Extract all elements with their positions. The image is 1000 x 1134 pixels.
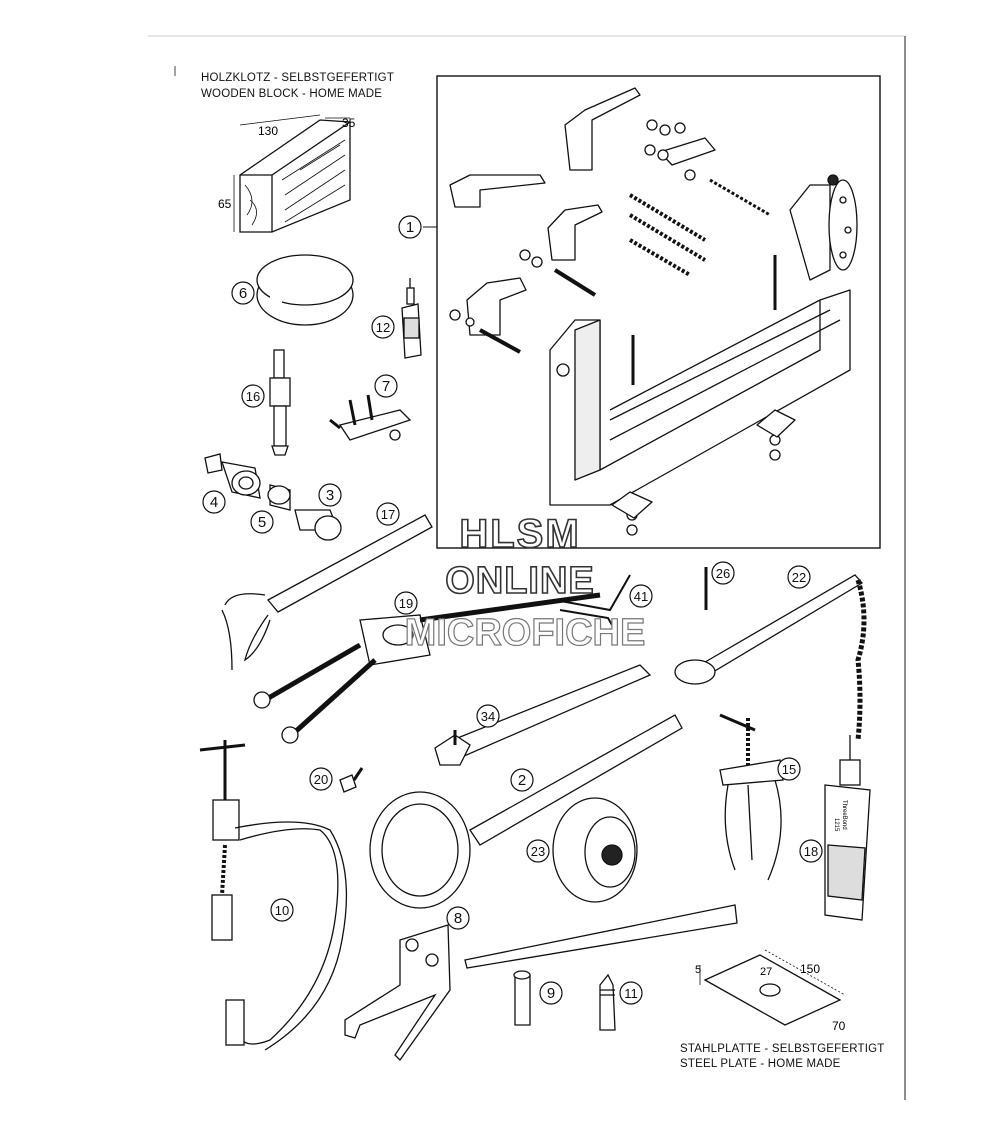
callout-number-3: 3: [326, 487, 334, 504]
callout-number-11: 11: [624, 986, 638, 1001]
callout-number-7: 7: [382, 378, 390, 395]
tool-8: [344, 904, 738, 1062]
bracket-upper: [564, 87, 641, 171]
callout-circle-5: [250, 510, 274, 534]
callout-number-4: 4: [210, 494, 218, 511]
link-plate: [659, 137, 716, 166]
chain-wrench: [674, 574, 867, 741]
watermark-line-2: ONLINE: [444, 559, 595, 603]
bracket-lower: [466, 277, 527, 336]
tool-11: [599, 973, 616, 1031]
callout-circle-11: [619, 981, 643, 1005]
callout-circle-19: [394, 591, 418, 615]
tool-9: [513, 970, 531, 1026]
callout-number-41: 41: [634, 589, 648, 604]
callout-number-20: 20: [314, 772, 328, 787]
callout-number-6: 6: [239, 285, 247, 302]
callout-circle-6: [231, 281, 255, 305]
dim-plate-length: 150: [800, 962, 820, 976]
watermark-line-1: HLSM: [459, 511, 581, 557]
callout-number-2: 2: [518, 772, 526, 789]
tool-7: [329, 394, 412, 441]
callout-number-15: 15: [782, 762, 796, 777]
callout-number-8: 8: [454, 910, 462, 927]
engine-stand-frame: [436, 75, 881, 549]
callout-circle-2: [510, 768, 534, 792]
callout-number-23: 23: [531, 844, 545, 859]
wrench-17: [221, 514, 433, 671]
stand-upright: [789, 184, 831, 281]
hex-keys: [554, 574, 631, 626]
steel-plate-caption-en: STEEL PLATE - HOME MADE: [680, 1058, 841, 1070]
watermark-line-3: MICROFICHE: [404, 611, 646, 654]
callout-number-34: 34: [481, 709, 495, 724]
puller-16: [269, 349, 291, 456]
callout-circle-16: [241, 384, 265, 408]
bushing-parts: [204, 453, 342, 541]
dim-block-width: 35: [342, 116, 356, 130]
callout-number-22: 22: [792, 570, 806, 585]
ring-tool: [256, 254, 354, 326]
wooden-block-caption-de: HOLZKLOTZ - SELBSTGEFERTIGT: [201, 72, 395, 84]
callout-circle-3: [318, 483, 342, 507]
dim-plate-thickness: 5: [695, 964, 701, 976]
wooden-block-caption-en: WOODEN BLOCK - HOME MADE: [201, 88, 383, 100]
dim-plate-width: 70: [832, 1019, 846, 1033]
tube-brand: ThreeBond: [841, 800, 847, 830]
loctite-bottle: [401, 278, 422, 359]
callout-number-26: 26: [716, 566, 730, 581]
callout-number-10: 10: [275, 903, 289, 918]
dim-block-height: 65: [218, 197, 232, 211]
engine-stand-parts: [449, 87, 858, 536]
callout-circle-26: [711, 561, 735, 585]
steel-plate-caption-de: STAHLPLATTE - SELBSTGEFERTIGT: [680, 1043, 885, 1055]
clutch-holder: [369, 714, 683, 909]
callout-circle-22: [787, 565, 811, 589]
callout-circle-34: [476, 704, 500, 728]
callout-number-16: 16: [246, 389, 260, 404]
callout-number-19: 19: [399, 596, 413, 611]
callout-circle-9: [539, 981, 563, 1005]
tool-19: [253, 592, 601, 744]
callout-circle-1: [398, 215, 422, 239]
callout-number-1: 1: [406, 219, 414, 236]
dim-block-length: 130: [258, 124, 278, 138]
wooden-block: [233, 114, 351, 233]
callout-circle-8: [446, 906, 470, 930]
callout-circle-20: [309, 767, 333, 791]
tube-number: 1215: [833, 818, 839, 832]
callout-number-17: 17: [381, 507, 395, 522]
callout-number-5: 5: [258, 514, 266, 531]
callout-circle-23: [526, 839, 550, 863]
callout-number-12: 12: [376, 320, 390, 335]
flywheel-puller: [552, 797, 638, 903]
bracket-left: [449, 174, 546, 208]
valve-compressor: [199, 740, 348, 1051]
steel-plate: [699, 949, 846, 1026]
callout-circle-4: [202, 490, 226, 514]
callout-circle-12: [371, 315, 395, 339]
bearing-puller: [719, 713, 784, 881]
bracket-middle: [547, 204, 603, 261]
callout-circle-10: [270, 898, 294, 922]
callout-circle-18: [799, 839, 823, 863]
dim-plate-hole: 27: [760, 966, 772, 978]
callout-number-18: 18: [804, 844, 818, 859]
callout-circle-7: [374, 374, 398, 398]
callout-circle-15: [777, 757, 801, 781]
callout-number-9: 9: [547, 985, 555, 1002]
threebond-tube: [824, 735, 871, 921]
stand-flange: [828, 179, 858, 271]
callout-circle-41: [629, 584, 653, 608]
bolt-20: [339, 767, 364, 793]
callout-circle-17: [376, 502, 400, 526]
holder-34: [434, 664, 652, 766]
